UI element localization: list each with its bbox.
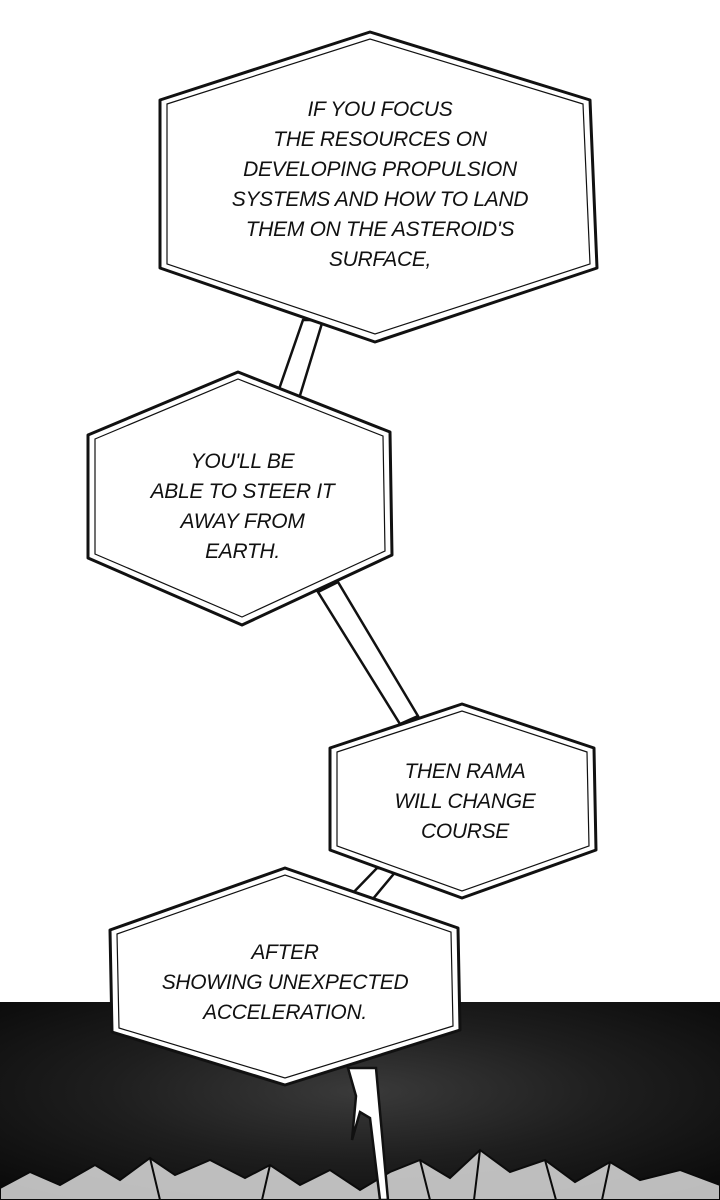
bubble-2-line-3: AWAY FROM — [180, 510, 305, 533]
bubble-spike-tail — [346, 1066, 390, 1200]
speech-bubble-3-text: THEN RAMA WILL CHANGE COURSE — [340, 757, 590, 847]
speech-bubble-2-text: YOU'LL BE ABLE TO STEER IT AWAY FROM EAR… — [100, 447, 385, 567]
bubble-1-line-1: IF YOU FOCUS — [307, 98, 453, 121]
bubble-2-line-2: ABLE TO STEER IT — [150, 480, 335, 503]
bubble-1-line-6: SURFACE, — [328, 248, 432, 271]
speech-bubble-2 — [86, 370, 394, 627]
speech-bubble-4 — [108, 866, 462, 1087]
bubble-1-line-5: THEM ON THE ASTEROID'S — [245, 218, 515, 241]
hair-strands — [149, 1149, 611, 1200]
bubble-1-line-4: SYSTEMS AND HOW TO LAND — [231, 188, 529, 211]
speech-bubble-1 — [158, 30, 599, 344]
bubble-1-line-3: DEVELOPING PROPULSION — [243, 158, 517, 181]
bubble-2-line-4: EARTH. — [205, 540, 280, 563]
speech-bubble-1-text: IF YOU FOCUS THE RESOURCES ON DEVELOPING… — [170, 95, 590, 275]
speech-bubble-3 — [328, 702, 598, 900]
bubble-3-line-1: THEN RAMA — [404, 760, 526, 783]
bubble-4-line-3: ACCELERATION. — [203, 1001, 367, 1024]
bubble-connector-2 — [316, 580, 420, 726]
bubble-1-line-2: THE RESOURCES ON — [273, 128, 487, 151]
speech-bubble-4-text: AFTER SHOWING UNEXPECTED ACCELERATION. — [125, 938, 445, 1028]
bubble-4-line-2: SHOWING UNEXPECTED — [161, 971, 409, 994]
bubble-3-line-2: WILL CHANGE — [394, 790, 536, 813]
hair-silhouette — [0, 1148, 720, 1200]
bubble-4-line-1: AFTER — [251, 941, 319, 964]
bubble-2-line-1: YOU'LL BE — [190, 450, 295, 473]
bubble-3-line-3: COURSE — [420, 820, 510, 843]
